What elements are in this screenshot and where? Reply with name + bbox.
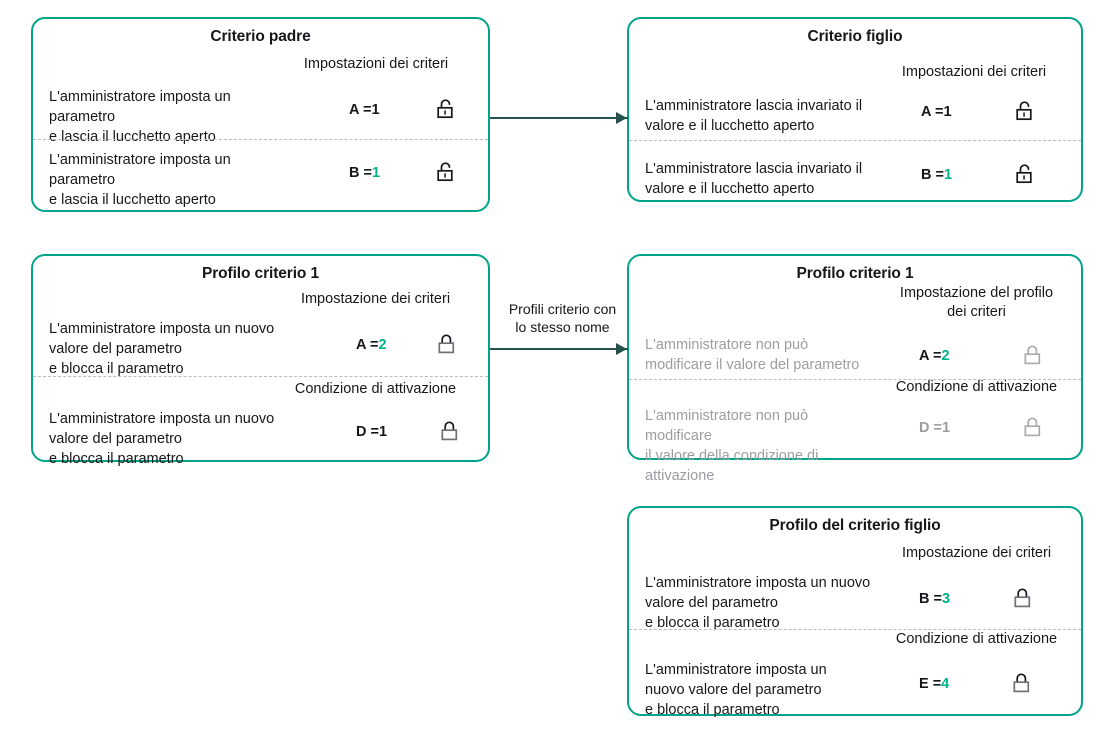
table-row: L'amministratore imposta un parametro e … (33, 139, 488, 208)
connector-top-arrow-line (490, 117, 628, 119)
parameter-value: B =3 (919, 591, 951, 607)
rows-criterion-profile-1-applied: L'amministratore non può modificare il v… (629, 331, 1081, 484)
parameter-value: B =1 (921, 167, 953, 183)
table-row: L'amministratore non può modificare il v… (629, 331, 1081, 379)
row-value-group: D =1 (356, 420, 462, 444)
group-label-profile-settings: Impostazione del profilo dei criteri (899, 285, 1054, 320)
lock-closed-icon (1023, 344, 1045, 368)
group-label-activation-condition: Condizione di attivazione (895, 379, 1058, 395)
row-description: L'amministratore imposta un nuovo valore… (49, 321, 275, 377)
group-label-child-settings: Impostazioni dei criteri (901, 64, 1047, 80)
table-row: L'amministratore non può modificare il v… (629, 379, 1081, 484)
group-label-parent-settings: Impostazioni dei criteri (303, 56, 449, 72)
table-row: L'amministratore imposta un parametro e … (33, 77, 488, 145)
connector-middle-arrow-head (616, 343, 627, 355)
row-value-group: A =2 (919, 344, 1045, 368)
row-value-group: A =1 (349, 98, 458, 122)
parameter-value: A =1 (921, 104, 952, 120)
lock-open-icon (436, 98, 458, 122)
parameter-value: D =1 (919, 420, 951, 436)
row-value-group: D =1 (919, 416, 1045, 440)
row-value-group: B =1 (921, 163, 1037, 187)
row-value-group: A =2 (356, 333, 459, 357)
card-title-child-criterion: Criterio figlio (807, 28, 903, 45)
row-description: L'amministratore imposta un parametro e … (49, 152, 231, 208)
lock-open-icon (436, 161, 458, 185)
rows-child-criterion: L'amministratore lascia invariato il val… (629, 84, 1081, 211)
rows-child-criterion-profile: L'amministratore imposta un nuovo valore… (629, 565, 1081, 718)
connector-middle-arrow-line (490, 348, 628, 350)
table-row: L'amministratore imposta un nuovo valore… (629, 565, 1081, 631)
lock-closed-icon (1012, 672, 1034, 696)
parameter-value: B =1 (349, 165, 381, 181)
row-description: L'amministratore non può modificare il v… (645, 337, 860, 373)
table-row: L'amministratore lascia invariato il val… (629, 84, 1081, 140)
card-criterion-profile-1-applied: Profilo criterio 1 Impostazione del prof… (627, 254, 1083, 484)
card-title-criterion-profile-1: Profilo criterio 1 (201, 265, 320, 282)
card-criterion-profile-1: Profilo criterio 1 Impostazione dei crit… (31, 254, 490, 467)
row-description: L'amministratore imposta un nuovo valore… (49, 411, 275, 467)
card-title-child-criterion-profile: Profilo del criterio figlio (769, 517, 941, 534)
rows-criterion-profile-1: L'amministratore imposta un nuovo valore… (33, 311, 488, 467)
row-value-group: B =1 (349, 161, 458, 185)
table-row: L'amministratore imposta un nuovo valore… (629, 629, 1081, 718)
parameter-value: A =2 (919, 348, 950, 364)
group-label-activation-condition: Condizione di attivazione (294, 381, 457, 397)
group-label-profile-settings: Impostazione dei criteri (300, 291, 451, 307)
parameter-value: A =2 (356, 337, 387, 353)
group-label-profile-settings: Impostazione dei criteri (901, 545, 1052, 561)
rows-parent-criterion: L'amministratore imposta un parametro e … (33, 77, 488, 208)
lock-open-icon (1015, 100, 1037, 124)
row-value-group: E =4 (919, 672, 1034, 696)
lock-closed-icon (440, 420, 462, 444)
card-parent-criterion: Criterio padre Impostazioni dei criteri … (31, 17, 490, 212)
table-row: L'amministratore lascia invariato il val… (629, 140, 1081, 211)
lock-open-icon (1015, 163, 1037, 187)
table-row: L'amministratore imposta un nuovo valore… (33, 311, 488, 377)
row-value-group: B =3 (919, 587, 1035, 611)
connector-middle-arrow-label: Profili criterio con lo stesso nome (508, 301, 617, 335)
parameter-value: E =4 (919, 676, 950, 692)
row-description: L'amministratore lascia invariato il val… (645, 98, 863, 134)
group-label-activation-condition: Condizione di attivazione (895, 631, 1058, 647)
card-title-criterion-profile-1-applied: Profilo criterio 1 (796, 265, 914, 282)
card-child-criterion: Criterio figlio Impostazioni dei criteri… (627, 17, 1083, 202)
lock-closed-icon (1023, 416, 1045, 440)
row-description: L'amministratore lascia invariato il val… (645, 161, 863, 197)
row-description: L'amministratore imposta un nuovo valore… (645, 662, 827, 718)
row-value-group: A =1 (921, 100, 1037, 124)
row-description: L'amministratore non può modificare il v… (645, 408, 819, 484)
row-description: L'amministratore imposta un parametro e … (49, 89, 231, 145)
lock-closed-icon (1013, 587, 1035, 611)
table-row: L'amministratore imposta un nuovo valore… (33, 376, 488, 467)
lock-closed-icon (437, 333, 459, 357)
row-description: L'amministratore imposta un nuovo valore… (645, 575, 871, 631)
parameter-value: A =1 (349, 102, 380, 118)
card-title-parent-criterion: Criterio padre (210, 28, 311, 45)
connector-top-arrow-head (616, 112, 627, 124)
card-child-criterion-profile: Profilo del criterio figlio Impostazione… (627, 506, 1083, 718)
parameter-value: D =1 (356, 424, 388, 440)
